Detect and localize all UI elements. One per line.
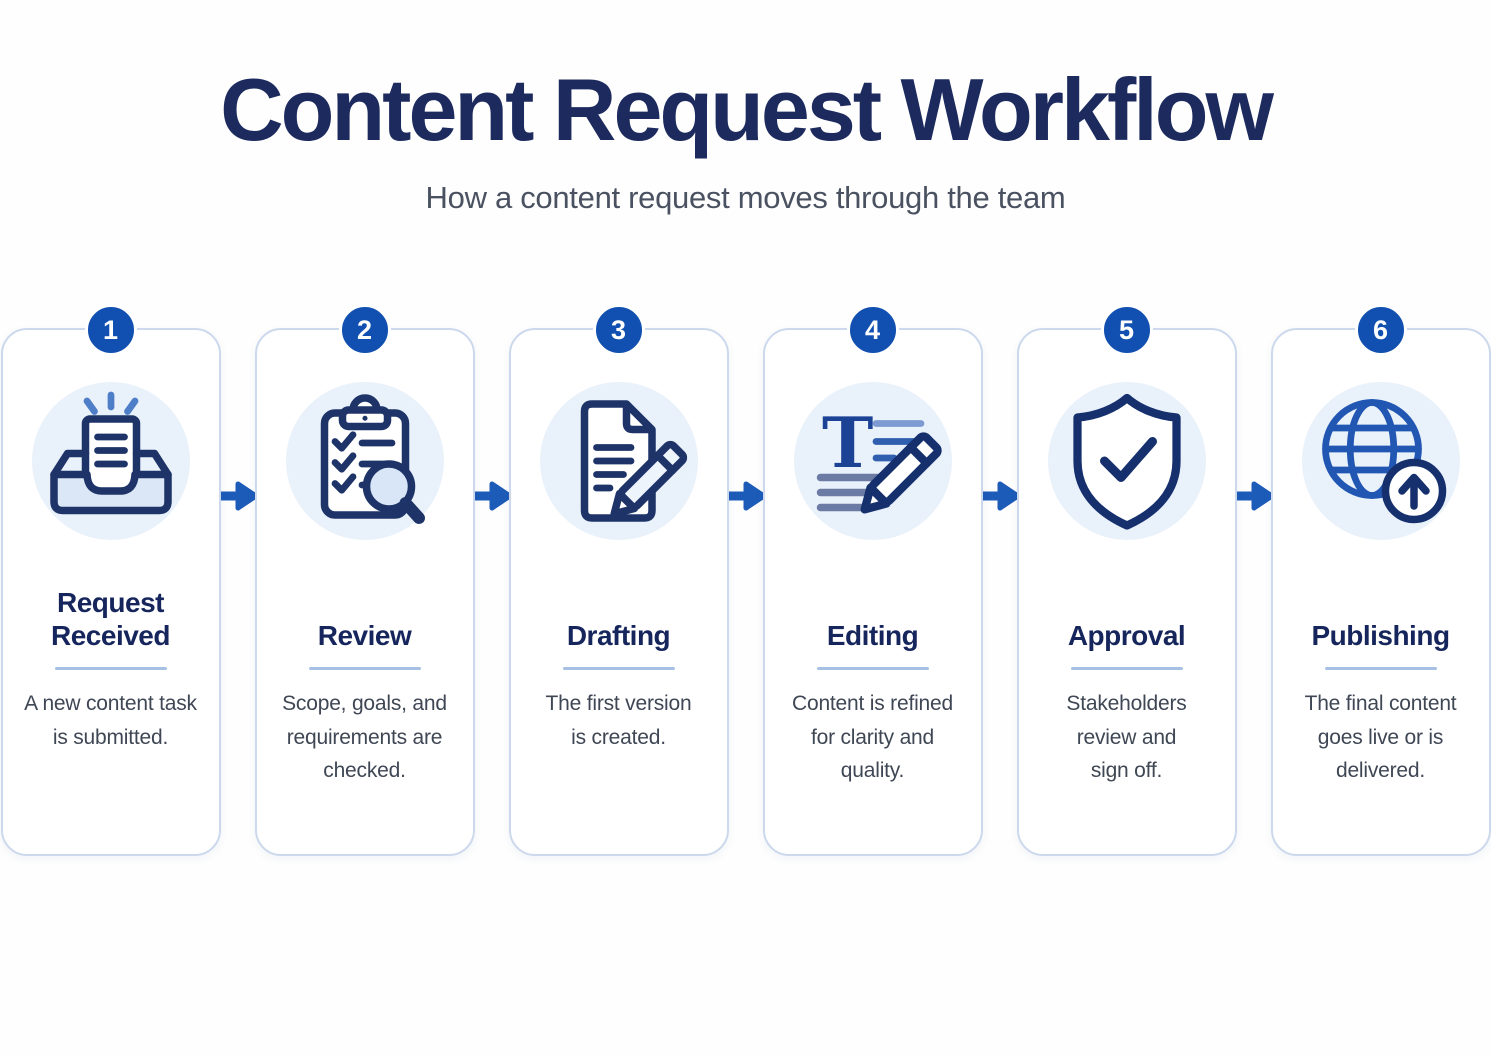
shield-check-icon xyxy=(1072,393,1181,530)
step-card-editing: 4 T xyxy=(762,304,983,856)
text-edit-icon: T xyxy=(816,403,942,514)
document-pencil-icon xyxy=(580,400,687,522)
step-icon-circle: T xyxy=(793,382,952,540)
step-icon-circle xyxy=(31,382,190,540)
step-divider xyxy=(816,667,929,670)
inbox-receive-icon xyxy=(49,391,172,515)
step-divider xyxy=(1070,667,1183,670)
step-icon-circle xyxy=(539,382,698,540)
flow-arrow-4 xyxy=(978,328,1020,514)
step-description: Stakeholders review and sign off. xyxy=(1066,692,1187,783)
step-card-review: 2 Review Scope, go xyxy=(254,304,475,856)
step-title: Approval xyxy=(1067,619,1186,651)
step-title: Review xyxy=(317,619,412,651)
arrow-right-icon xyxy=(978,481,1020,511)
step-title: Drafting xyxy=(566,619,671,651)
step-divider xyxy=(54,667,167,670)
step-number-badge: 1 xyxy=(84,304,137,356)
step-card-publishing: 6 Publishing The final content goes live xyxy=(1270,304,1491,856)
flow-arrow-3 xyxy=(724,328,766,514)
step-number-badge: 4 xyxy=(846,304,899,356)
step-icon-circle xyxy=(1301,382,1460,540)
workflow: 1 Request Received A new content xyxy=(0,304,1491,856)
arrow-right-icon xyxy=(470,481,512,511)
step-description: A new content task is submitted. xyxy=(24,692,197,749)
step-number-badge: 2 xyxy=(338,304,391,356)
step-description: Scope, goals, and requirements are check… xyxy=(282,692,447,783)
arrow-right-icon xyxy=(216,481,258,511)
svg-text:T: T xyxy=(822,403,873,484)
step-title: Editing xyxy=(826,619,919,651)
step-card-request-received: 1 Request Received A new content xyxy=(0,304,221,856)
step-title: Request Received xyxy=(51,586,170,651)
page-title: Content Request Workflow xyxy=(220,60,1274,159)
step-description: Content is refined for clarity and quali… xyxy=(792,692,953,783)
step-title: Publishing xyxy=(1311,619,1450,651)
clipboard-review-icon xyxy=(320,394,425,524)
step-description: The final content goes live or is delive… xyxy=(1304,692,1457,783)
header: Content Request Workflow How a content r… xyxy=(0,0,1491,216)
flow-arrow-2 xyxy=(470,328,512,514)
step-number-badge: 3 xyxy=(592,304,645,356)
step-icon-circle xyxy=(1047,382,1206,540)
step-divider xyxy=(562,667,675,670)
globe-upload-icon xyxy=(1321,399,1446,524)
flow-arrow-5 xyxy=(1232,328,1274,514)
step-card-drafting: 3 Drafting The first versio xyxy=(508,304,729,856)
step-description: The first version is created. xyxy=(545,692,692,749)
arrow-right-icon xyxy=(1232,481,1274,511)
arrow-right-icon xyxy=(724,481,766,511)
step-divider xyxy=(1324,667,1437,670)
step-number-badge: 6 xyxy=(1354,304,1407,356)
page-subtitle: How a content request moves through the … xyxy=(425,180,1066,215)
step-card-approval: 5 Approval Stakeholders review and sign … xyxy=(1016,304,1237,856)
flow-arrow-1 xyxy=(216,328,258,514)
step-divider xyxy=(308,667,421,670)
step-icon-circle xyxy=(285,382,444,540)
step-number-badge: 5 xyxy=(1100,304,1153,356)
